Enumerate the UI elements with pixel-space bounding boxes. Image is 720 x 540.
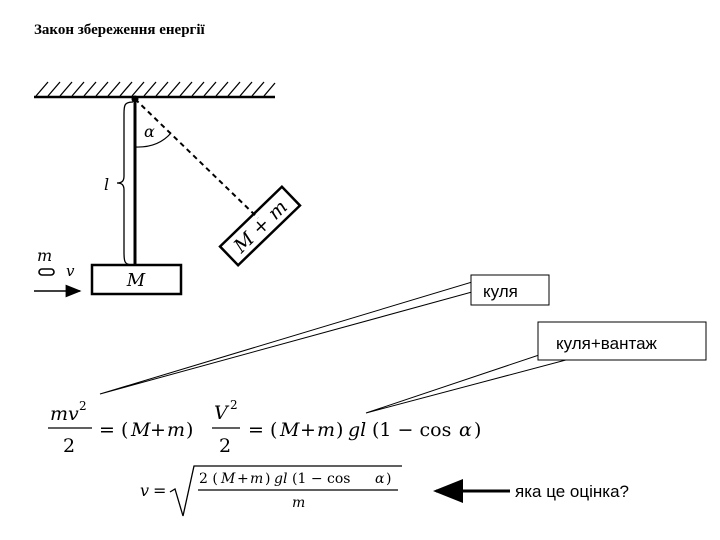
svg-text:α: α xyxy=(459,419,472,441)
svg-text:gl: gl xyxy=(348,419,366,441)
callout-bullet: куля xyxy=(99,274,550,395)
length-bracket xyxy=(116,101,134,266)
svg-text:): ) xyxy=(336,419,343,441)
svg-text:+: + xyxy=(300,419,316,441)
callout-bullet-text: куля xyxy=(483,282,518,301)
svg-text:M: M xyxy=(220,471,236,487)
block xyxy=(90,263,183,296)
svg-text:V: V xyxy=(214,402,230,424)
deflected-block: M + m xyxy=(218,185,302,267)
svg-text:M: M xyxy=(279,419,300,441)
svg-text:M: M xyxy=(130,419,151,441)
svg-text:m: m xyxy=(250,471,263,487)
svg-text:m: m xyxy=(317,419,335,441)
svg-text:= (: = ( xyxy=(99,419,128,441)
block-mass-label: M xyxy=(126,270,146,291)
angle-arc xyxy=(134,132,172,148)
svg-text:α: α xyxy=(375,471,385,487)
svg-text:(1 − cos: (1 − cos xyxy=(292,471,350,487)
svg-text:(1 − cos: (1 − cos xyxy=(372,419,451,441)
combined-mass-label: M + m xyxy=(229,196,292,258)
svg-text:=: = xyxy=(153,481,166,500)
estimate-text: яка це оцінка? xyxy=(515,482,629,501)
callout-bullet-load: куля+вантаж xyxy=(365,321,707,414)
svg-text:): ) xyxy=(386,471,391,487)
page-title: Закон збереження енергії xyxy=(34,22,205,38)
length-label: l xyxy=(104,175,109,194)
svg-text:): ) xyxy=(265,471,270,487)
svg-text:+: + xyxy=(237,471,249,487)
deflected-string xyxy=(134,98,259,219)
svg-text:mv: mv xyxy=(50,403,79,425)
svg-text:2: 2 xyxy=(219,435,231,457)
svg-text:2 (: 2 ( xyxy=(199,471,218,487)
callout-bullet-load-text: куля+вантаж xyxy=(556,334,658,353)
svg-text:): ) xyxy=(186,419,193,441)
svg-text:2: 2 xyxy=(79,399,87,413)
velocity-label: v xyxy=(66,262,75,280)
svg-text:v: v xyxy=(140,481,149,500)
bullet-mass-label: m xyxy=(37,246,52,265)
ceiling xyxy=(34,81,276,99)
svg-text:= (: = ( xyxy=(248,419,277,441)
svg-text:2: 2 xyxy=(63,435,75,457)
svg-text:gl: gl xyxy=(274,471,287,487)
svg-text:2: 2 xyxy=(230,398,238,412)
svg-text:): ) xyxy=(474,419,481,441)
svg-text:m: m xyxy=(167,419,185,441)
alpha-label: α xyxy=(144,122,155,141)
velocity-equation: v = 2 ( M + m ) gl (1 − cos α ) m xyxy=(140,465,402,517)
svg-text:m: m xyxy=(292,495,305,511)
svg-text:+: + xyxy=(150,419,166,441)
bullet-icon xyxy=(38,268,55,276)
energy-equation: mv 2 2 = ( M + m ) V 2 2 = ( M + m ) gl … xyxy=(48,398,481,457)
